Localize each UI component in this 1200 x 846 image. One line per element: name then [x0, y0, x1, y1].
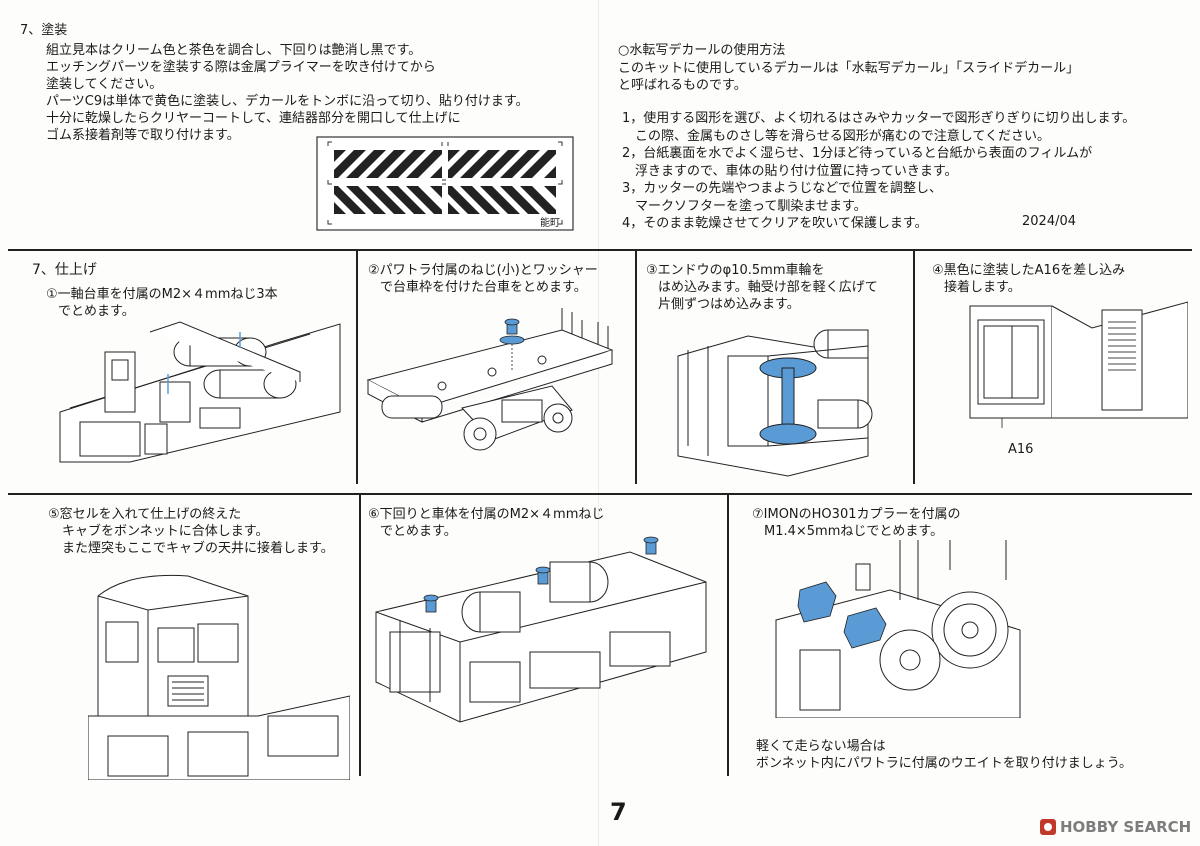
paint-line: 塗装してください。: [46, 77, 163, 92]
weight-note: 軽くて走らない場合は ボンネット内にパワトラに付属のウエイトを取り付けましょう。: [756, 738, 1132, 772]
decal-step-line: マークソフターを塗って馴染ませます。: [622, 198, 867, 214]
decal-step-line: 4，そのまま乾燥させてクリアを吹いて保護します。: [622, 216, 928, 231]
decal-usage-steps: 1，使用する図形を選び、よく切れるはさみやカッターで図形ぎりぎりに切り出します。…: [622, 110, 1135, 233]
finishing-heading: 7、仕上げ: [32, 262, 97, 278]
step3-line: ③エンドウのφ10.5mm車輪を: [646, 263, 825, 278]
step5-line: キャブをボンネットに合体します。: [62, 524, 269, 539]
decal-step-line: この際、金属ものさし等を滑らせる図形が痛むので注意してください。: [622, 128, 1050, 144]
crop-marks: [327, 141, 563, 225]
step3-line: 片側ずつはめ込みます。: [658, 297, 800, 312]
step4-line: 接着します。: [944, 280, 1021, 295]
step4-line: ④黒色に塗装したA16を差し込み: [932, 263, 1126, 278]
step7-line: M1.4×5mmねじでとめます。: [764, 524, 944, 539]
decal-step-line: 2，台紙裏面を水でよく湿らせ、1分ほど待っていると台紙から表面のフィルムが: [622, 146, 1093, 161]
paint-line: 十分に乾燥したらクリヤーコートして、連結器部分を開口して仕上げに: [46, 111, 461, 126]
step3-diagram: [677, 329, 873, 477]
step5-line: ⑤窓セルを入れて仕上げの終えた: [48, 507, 242, 522]
divider-middle: [8, 493, 1192, 495]
watermark: HOBBY SEARCH: [1040, 818, 1191, 836]
decal-usage-heading: ○水転写デカールの使用方法: [618, 43, 786, 58]
screw-parts: [423, 536, 659, 613]
step5-diagram: [88, 574, 350, 780]
screw-washer-parts: [499, 318, 525, 370]
step5-line: また煙突もここでキャブの天井に接着します。: [62, 541, 334, 556]
step6-diagram: [375, 536, 707, 723]
step2-text: ②パワトラ付属のねじ(小)とワッシャー で台車枠を付けた台車をとめます。: [368, 262, 598, 296]
paint-line: エッチングパーツを塗装する際は金属プライマーを吹き付けてから: [46, 60, 436, 75]
fold-crease: [598, 0, 599, 846]
coupler-parts: [797, 581, 887, 649]
hobby-search-logo-icon: [1040, 819, 1056, 835]
step1-diagram: [59, 321, 341, 463]
paint-text: 組立見本はクリーム色と茶色を調合し、下回りは艶消し黒です。 エッチングパーツを塗…: [46, 42, 529, 144]
note-line: 軽くて走らない場合は: [756, 739, 886, 754]
watermark-text: HOBBY SEARCH: [1060, 818, 1192, 836]
paint-heading: 7、塗装: [20, 23, 68, 38]
decal-stripes: [334, 150, 556, 214]
divider-v3: [913, 250, 915, 484]
step2-diagram: [366, 308, 614, 451]
step5-text: ⑤窓セルを入れて仕上げの終えた キャブをボンネットに合体します。 また煙突もここ…: [48, 506, 334, 557]
step7-diagram: [775, 540, 1021, 718]
step2-line: ②パワトラ付属のねじ(小)とワッシャー: [368, 263, 598, 278]
decal-intro-line: と呼ばれるものです。: [618, 78, 747, 93]
part-a16-label: A16: [1008, 442, 1034, 457]
decal-step-line: 浮きますので、車体の貼り付け位置に持っていきます。: [622, 163, 958, 179]
step2-line: で台車枠を付けた台車をとめます。: [380, 280, 587, 295]
paint-line: 組立見本はクリーム色と茶色を調合し、下回りは艶消し黒です。: [46, 43, 422, 58]
step7-text: ⑦IMONのHO301カプラーを付属の M1.4×5mmねじでとめます。: [752, 506, 960, 540]
divider-v2: [635, 250, 637, 484]
step4-text: ④黒色に塗装したA16を差し込み 接着します。: [932, 262, 1125, 296]
document-date: 2024/04: [1022, 214, 1077, 229]
step1-line: ①一軸台車を付属のM2×４mmねじ3本: [46, 287, 278, 302]
decal-step-line: 3，カッターの先端やつまようじなどで位置を調整し、: [622, 181, 943, 196]
decal-step-line: 1，使用する図形を選び、よく切れるはさみやカッターで図形ぎりぎりに切り出します。: [622, 111, 1136, 126]
step1-text: ①一軸台車を付属のM2×４mmねじ3本 でとめます。: [46, 286, 278, 320]
step6-line: ⑥下回りと車体を付属のM2×４mmねじ: [368, 507, 605, 522]
step4-diagram: [969, 301, 1188, 428]
divider-v1: [356, 250, 358, 484]
paint-line: パーツC9は単体で黄色に塗装し、デカールをトンボに沿って切り、貼り付けます。: [46, 94, 529, 109]
step3-line: はめ込みます。軸受け部を軽く広げて: [658, 280, 878, 295]
step6-text: ⑥下回りと車体を付属のM2×４mmねじ でとめます。: [368, 506, 604, 540]
divider-v4: [359, 494, 361, 776]
note-line: ボンネット内にパワトラに付属のウエイトを取り付けましょう。: [756, 756, 1132, 771]
decal-sheet-label: 能町: [540, 216, 560, 229]
paint-line: ゴム系接着剤等で取り付けます。: [46, 128, 240, 143]
wheelset-part: [759, 357, 817, 445]
divider-top: [8, 249, 1192, 251]
decal-intro-line: このキットに使用しているデカールは「水転写デカール」「スライドデカール」: [618, 61, 1080, 76]
step1-line: でとめます。: [58, 304, 135, 319]
step7-line: ⑦IMONのHO301カプラーを付属の: [752, 507, 961, 522]
decal-usage-intro: このキットに使用しているデカールは「水転写デカール」「スライドデカール」 と呼ば…: [618, 60, 1079, 94]
page-number: 7: [610, 798, 627, 826]
divider-v5: [727, 494, 729, 776]
decal-sheet-drawing: 能町: [316, 136, 574, 231]
step6-line: でとめます。: [380, 524, 457, 539]
step3-text: ③エンドウのφ10.5mm車輪を はめ込みます。軸受け部を軽く広げて 片側ずつは…: [646, 262, 878, 313]
